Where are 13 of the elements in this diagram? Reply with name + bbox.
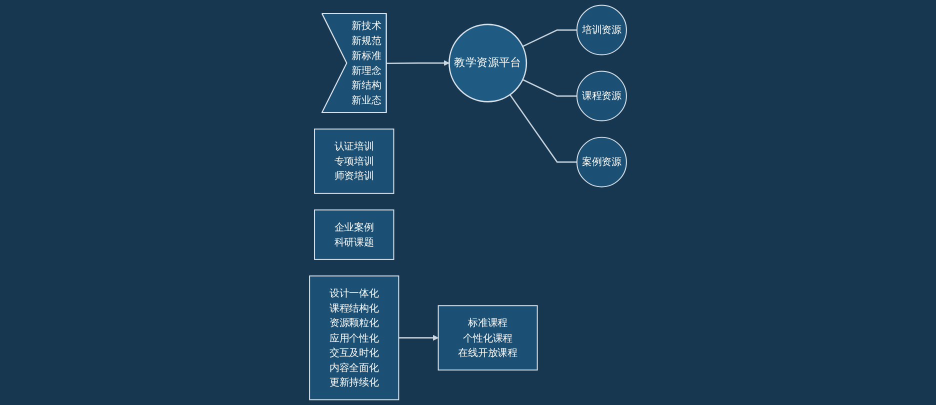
node-box: 企业案例 科研课题 xyxy=(314,209,394,260)
node-box: 设计一体化 课程结构化 资源颗粒化 应用个性化 交互及时化 内容全面化 更新持续化 xyxy=(309,275,400,400)
node-box: 认证培训 专项培训 师资培训 xyxy=(314,128,394,194)
node-circle: 课程资源 xyxy=(576,70,627,122)
arrow xyxy=(386,60,450,66)
arrow xyxy=(398,334,439,341)
node-circle: 培训资源 xyxy=(576,4,627,56)
node-box: 标准课程 个性化课程 在线开放课程 xyxy=(438,305,538,370)
node-circle: 教学资源平台 xyxy=(448,24,528,102)
connector xyxy=(522,79,577,97)
node-circle: 案例资源 xyxy=(576,136,627,188)
connector xyxy=(509,94,577,163)
connector xyxy=(522,29,577,48)
